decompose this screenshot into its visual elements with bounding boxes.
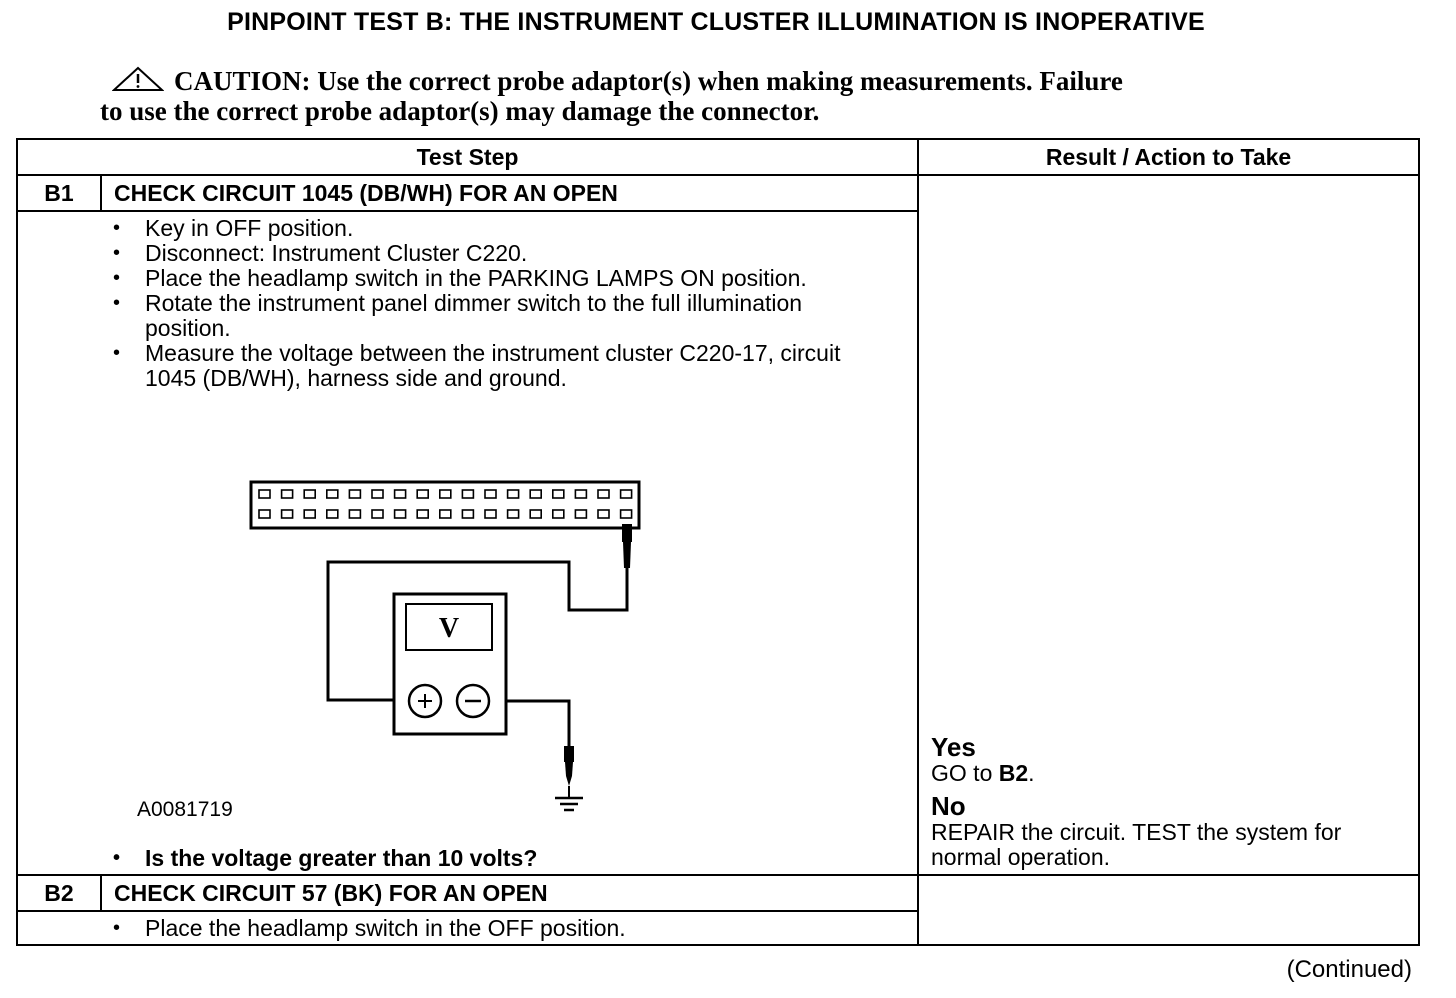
header-test-step: Test Step (15, 138, 920, 176)
connector-pin (348, 509, 362, 519)
b1-question: Is the voltage greater than 10 volts? (113, 846, 893, 872)
b2-body-cell: Place the headlamp switch in the OFF pos… (101, 910, 920, 946)
connector-pin (439, 509, 452, 519)
meter-symbol: V (439, 613, 459, 644)
connector-pin (371, 489, 384, 499)
b2-heading-row: B2 CHECK CIRCUIT 57 (BK) FOR AN OPEN (16, 874, 1421, 946)
b1-heading-row: B1 CHECK CIRCUIT 1045 (DB/WH) FOR AN OPE… (16, 174, 1421, 876)
connector-pin (484, 489, 497, 499)
connector-pin (529, 509, 543, 519)
connector-pin (597, 489, 610, 499)
list-item: Measure the voltage between the instrume… (113, 341, 883, 391)
connector-pin (393, 509, 407, 519)
list-item: Key in OFF position. (113, 216, 883, 242)
b2-body-row: Place the headlamp switch in the OFF pos… (16, 910, 1419, 946)
connector-pin (393, 489, 407, 499)
connector-pin (303, 489, 316, 499)
connector-pin (258, 509, 271, 519)
connector-pin (461, 489, 475, 499)
connector-pin (574, 509, 588, 519)
result-cell-b2 (917, 874, 1421, 946)
continued-note: (Continued) (1286, 956, 1412, 983)
result-yes-label: Yes (931, 732, 976, 762)
connector-pin (597, 509, 610, 519)
figure-id: A0081719 (137, 798, 233, 821)
page-title: PINPOINT TEST B: THE INSTRUMENT CLUSTER … (227, 8, 1205, 36)
connector-pin (529, 489, 543, 499)
step-id-b2: B2 (16, 874, 102, 912)
connector-pin (619, 489, 633, 499)
connector-pin (280, 489, 294, 499)
caution-line-2: to use the correct probe adaptor(s) may … (100, 96, 820, 126)
connector-pin (439, 489, 452, 499)
ground-icon (555, 786, 583, 812)
probe-lead-positive (326, 524, 632, 702)
table-header-row: Test Step Result / Action to Take (15, 138, 1421, 176)
yes-action-prefix: GO to (931, 760, 999, 786)
b1-step-list: Key in OFF position. Disconnect: Instrum… (113, 216, 883, 391)
list-item: Place the headlamp switch in the OFF pos… (113, 916, 917, 942)
result-cell-b1: Yes GO to B2. No REPAIR the circuit. TES… (917, 174, 1421, 876)
goto-b2-link[interactable]: B2 (998, 760, 1029, 786)
list-item: Disconnect: Instrument Cluster C220. (113, 241, 883, 267)
connector-pin (416, 489, 429, 499)
step-id-b1: B1 (16, 174, 102, 212)
connector-pin (484, 509, 497, 519)
result-no-action: REPAIR the circuit. TEST the system for … (931, 819, 1342, 870)
result-b1: Yes GO to B2. No REPAIR the circuit. TES… (931, 733, 1401, 870)
b1-id-spacer (16, 210, 101, 875)
probe-lead-negative (506, 699, 574, 786)
step-heading-b1: CHECK CIRCUIT 1045 (DB/WH) FOR AN OPEN (99, 174, 920, 212)
b1-body-cell: Key in OFF position. Disconnect: Instrum… (101, 210, 920, 875)
connector-pin (461, 509, 475, 519)
connector-pin (303, 509, 316, 519)
caution-line-1: CAUTION: Use the correct probe adaptor(s… (174, 66, 1123, 96)
yes-action-suffix: . (1028, 760, 1035, 786)
voltmeter-wiring-diagram: V (249, 480, 641, 812)
result-yes-action: GO to B2. (931, 761, 1401, 786)
b1-body-row: Key in OFF position. Disconnect: Instrum… (16, 210, 1419, 875)
connector-pin (574, 489, 588, 499)
connector-pin (326, 509, 339, 519)
list-item: Rotate the instrument panel dimmer switc… (113, 291, 883, 341)
step-heading-b2: CHECK CIRCUIT 57 (BK) FOR AN OPEN (99, 874, 920, 912)
warning-triangle-icon (112, 66, 164, 91)
header-result: Result / Action to Take (917, 138, 1421, 176)
caution-note: CAUTION: Use the correct probe adaptor(s… (100, 66, 1400, 126)
voltmeter: V (392, 592, 508, 736)
connector-pin (280, 509, 294, 519)
list-item: Place the headlamp switch in the PARKING… (113, 266, 883, 292)
connector-pin (348, 489, 362, 499)
connector-pin (258, 489, 271, 499)
connector-pin (326, 489, 339, 499)
connector-pin (506, 509, 520, 519)
connector-c220 (249, 480, 641, 530)
connector-pin (371, 509, 384, 519)
pinpoint-test-table: Test Step Result / Action to Take B1 CHE… (15, 138, 1421, 946)
connector-pin (416, 509, 429, 519)
result-no-label: No (931, 791, 966, 821)
connector-pin (551, 489, 565, 499)
b2-step-list: Place the headlamp switch in the OFF pos… (101, 912, 917, 944)
connector-pins (258, 489, 633, 519)
connector-pin (551, 509, 565, 519)
connector-pin (619, 509, 633, 519)
b2-id-spacer (16, 910, 101, 946)
connector-pin (506, 489, 520, 499)
question-text: Is the voltage greater than 10 volts? (113, 846, 893, 872)
